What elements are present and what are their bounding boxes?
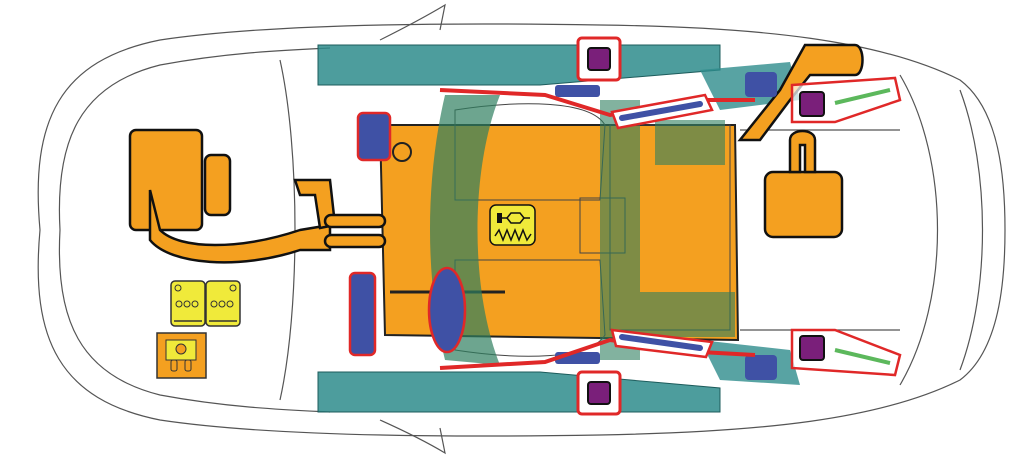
pad-bottom-small bbox=[745, 355, 777, 380]
exhaust-system bbox=[128, 128, 387, 264]
rear-pad-overlay bbox=[640, 292, 735, 337]
side-sill-bottom bbox=[317, 340, 800, 413]
relay-module bbox=[156, 332, 207, 379]
pad-sill-top bbox=[555, 85, 600, 97]
pad-top-small bbox=[745, 72, 777, 97]
floor-hole bbox=[392, 142, 412, 162]
module-top-center bbox=[576, 36, 622, 82]
rear-tank bbox=[737, 43, 864, 239]
pad-ellipse bbox=[427, 266, 467, 354]
rod-top bbox=[610, 93, 714, 130]
pad-front-right bbox=[348, 271, 377, 357]
pad-front-left bbox=[356, 111, 392, 162]
heater-icon bbox=[489, 204, 536, 246]
module-rear-top bbox=[790, 76, 902, 124]
rear-overlay bbox=[600, 100, 640, 360]
control-module-right bbox=[205, 280, 241, 327]
module-rear-bottom bbox=[790, 328, 902, 377]
car-body-outline bbox=[37, 3, 1006, 455]
module-bottom-center bbox=[576, 370, 622, 416]
curtain-line-top bbox=[439, 88, 755, 118]
rod-bottom bbox=[610, 328, 714, 359]
rear-pad-overlay-top bbox=[655, 120, 725, 165]
control-module-left bbox=[170, 280, 206, 327]
curtain-line-bottom bbox=[439, 337, 756, 370]
